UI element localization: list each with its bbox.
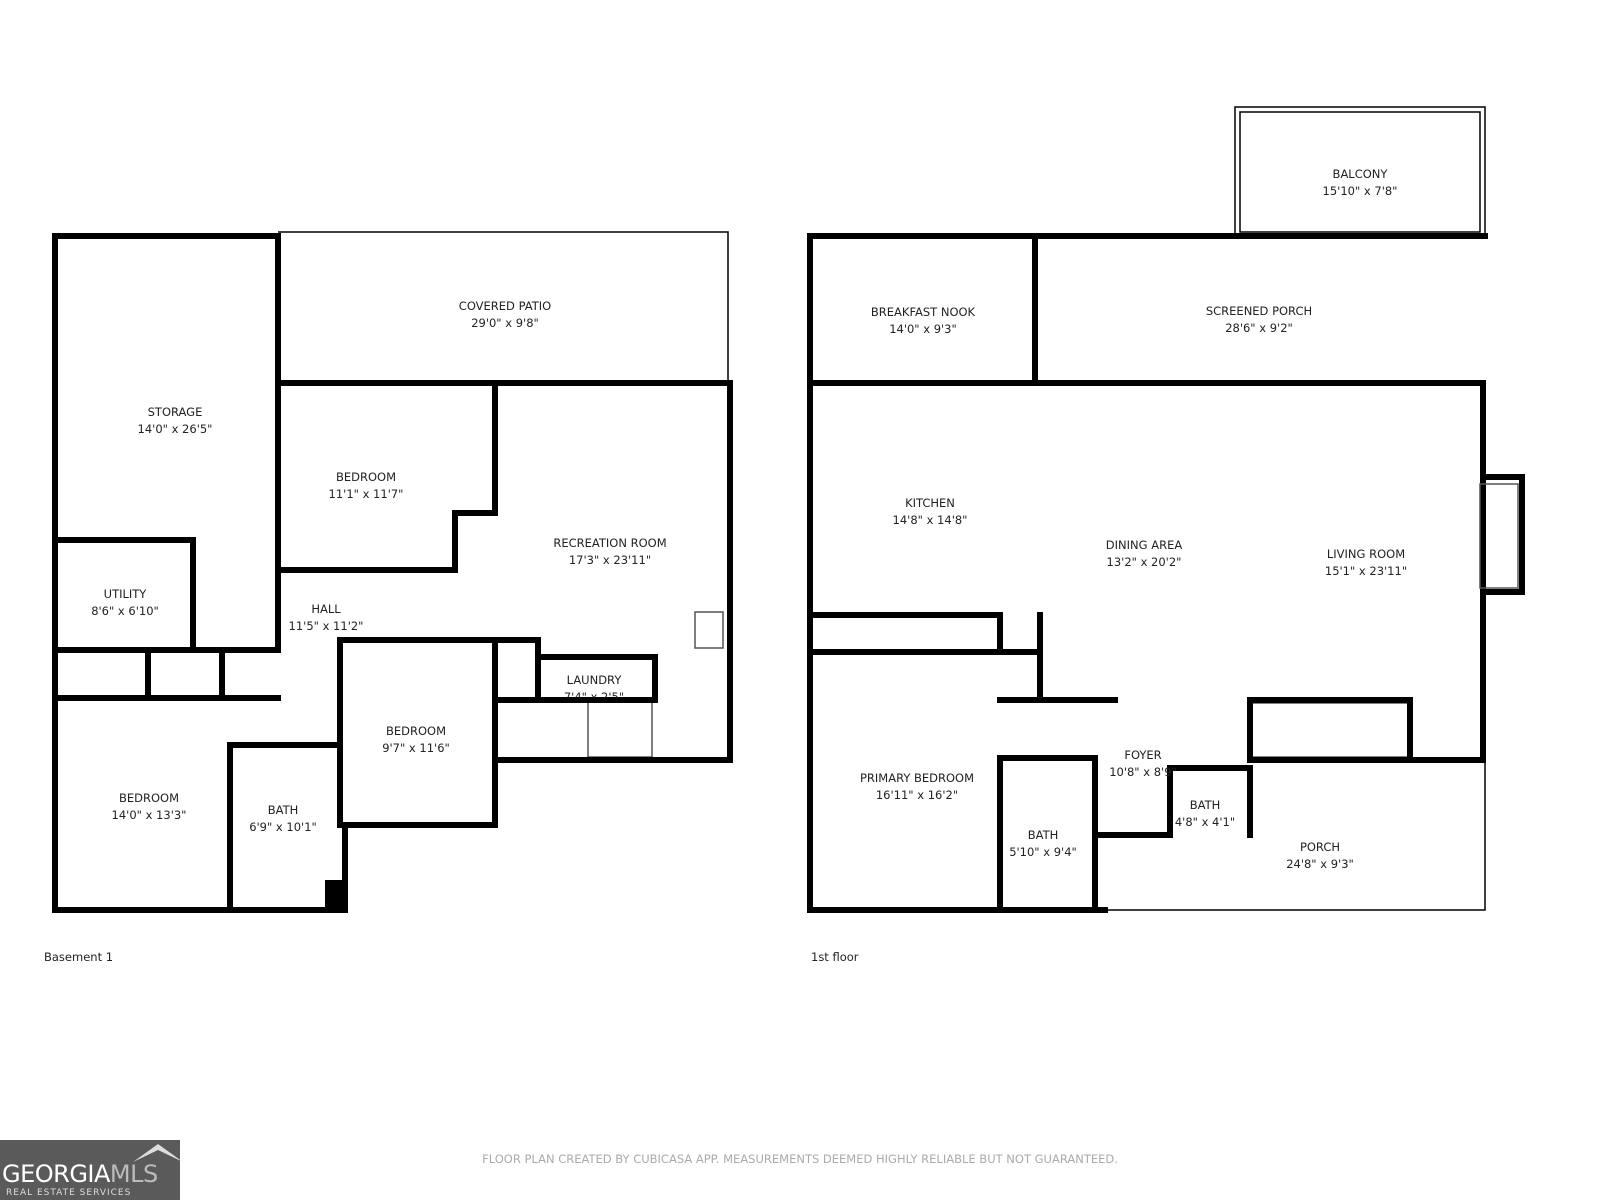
disclaimer-footer: FLOOR PLAN CREATED BY CUBICASA APP. MEAS… <box>482 1152 1118 1166</box>
first-floor-thin-lines <box>1105 106 1519 911</box>
logo-text: GEORGIA <box>2 1160 110 1188</box>
logo-text-accent: MLS <box>109 1160 158 1188</box>
logo-tagline: REAL ESTATE SERVICES <box>6 1188 132 1198</box>
roof-icon <box>133 1144 183 1162</box>
basement-stairs <box>587 701 653 758</box>
floor-label-first: 1st floor <box>811 950 859 964</box>
first-floor-walls <box>807 233 1525 913</box>
basement-thin-lines <box>278 231 729 758</box>
basement-walls <box>52 233 733 913</box>
georgia-mls-logo: GEORGIAMLS REAL ESTATE SERVICES <box>0 1140 183 1200</box>
floor-label-basement: Basement 1 <box>44 950 114 964</box>
